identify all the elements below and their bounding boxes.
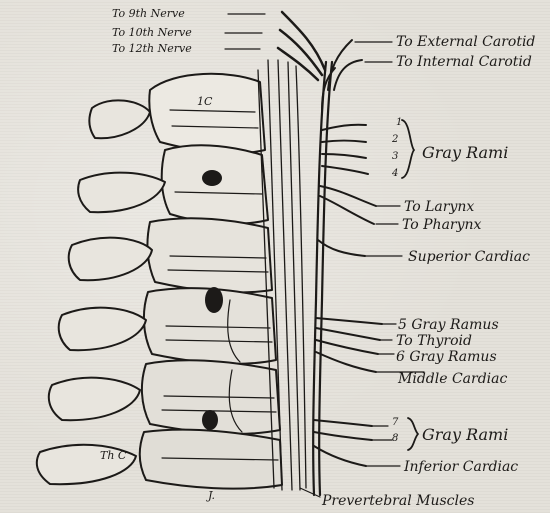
ramus-number-8: 8 (392, 434, 398, 444)
vertebra-label-top: 1C (197, 96, 212, 107)
vertebra-label-bottom: Th C (100, 450, 126, 461)
label-10th-nerve: To 10th Nerve (112, 27, 192, 38)
label-superior-cardiac: Superior Cardiac (408, 250, 530, 264)
label-internal-carotid: To Internal Carotid (396, 55, 532, 69)
label-middle-cardiac: Middle Cardiac (398, 372, 507, 386)
cranial-nerve-branches (278, 12, 325, 80)
ramus-number-2: 2 (392, 135, 398, 145)
brackets (402, 120, 418, 450)
label-gray-rami-upper: Gray Rami (422, 145, 508, 161)
ramus-number-4: 4 (392, 169, 398, 179)
label-9th-nerve: To 9th Nerve (112, 8, 185, 19)
gray-rami-upper (322, 125, 368, 174)
vertebrae (37, 74, 282, 489)
ramus-number-7: 7 (392, 418, 398, 428)
label-larynx: To Larynx (404, 200, 474, 214)
label-gray-ramus-5: 5 Gray Ramus (398, 318, 499, 332)
label-gray-rami-lower: Gray Rami (422, 427, 508, 443)
label-gray-ramus-6: 6 Gray Ramus (396, 350, 497, 364)
larynx-pharynx-branches (318, 186, 376, 256)
label-prevertebral-muscles: Prevertebral Muscles (322, 494, 474, 508)
ramus-number-3: 3 (392, 152, 398, 162)
figure-footnote: J. (208, 490, 215, 501)
label-external-carotid: To External Carotid (396, 35, 535, 49)
ramus-number-1: 1 (396, 118, 402, 128)
label-12th-nerve: To 12th Nerve (112, 43, 192, 54)
label-thyroid: To Thyroid (396, 334, 472, 348)
label-inferior-cardiac: Inferior Cardiac (404, 460, 518, 474)
lower-branches (314, 420, 372, 466)
label-pharynx: To Pharynx (402, 218, 481, 232)
sympathetic-trunk (313, 62, 332, 495)
middle-branches (316, 318, 382, 372)
